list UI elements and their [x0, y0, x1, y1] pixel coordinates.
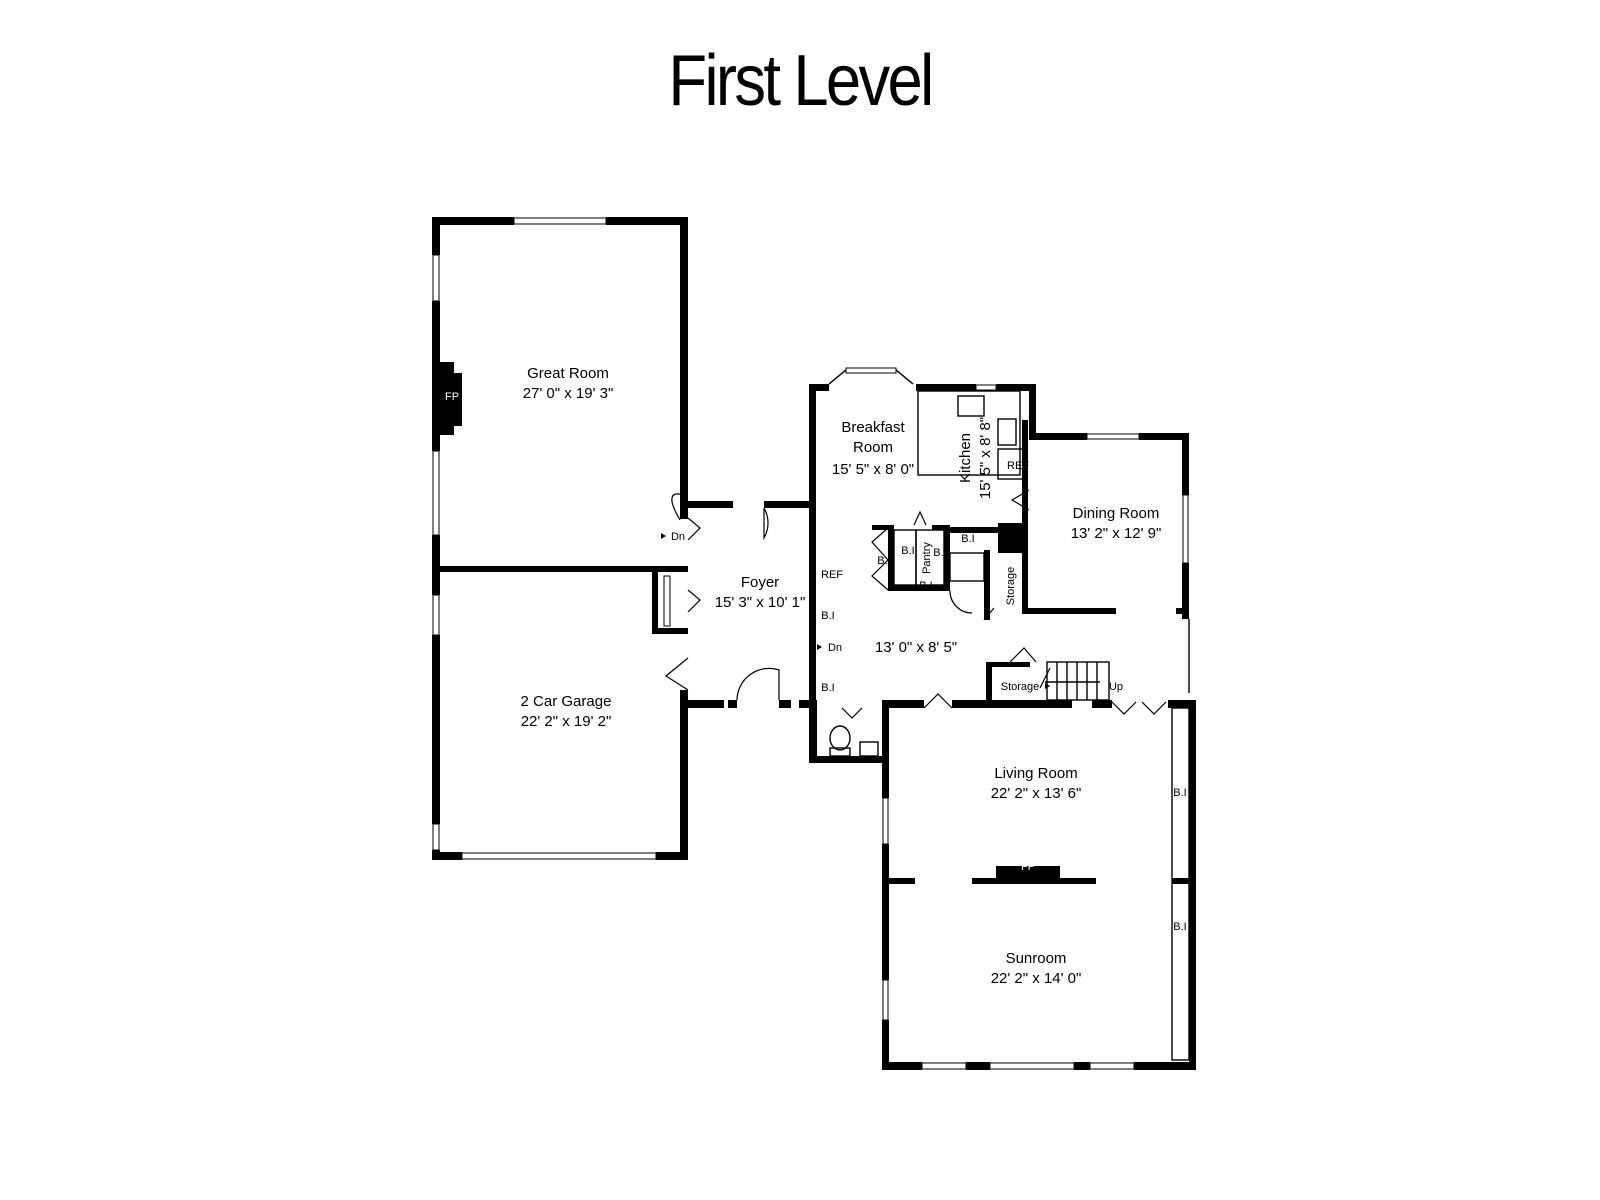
foyer-name: Foyer: [741, 574, 779, 591]
bi-label: B.I: [1173, 921, 1186, 933]
great-room-name: Great Room: [527, 365, 609, 382]
storage-label: Storage: [1001, 681, 1040, 693]
kitchen-size: 15' 5" x 8' 8": [977, 417, 994, 499]
bath-walls: [809, 700, 889, 763]
bi-label: B.I: [821, 610, 834, 622]
page-title: First Level: [668, 41, 934, 121]
down-stairs-label: Dn: [671, 531, 685, 543]
storage-label: Storage: [1005, 567, 1017, 606]
bi-label: B.I: [901, 545, 914, 557]
garage-walls: [432, 572, 688, 860]
dining-size: 13' 2" x 12' 9": [1071, 525, 1162, 542]
bi-label: B.I: [961, 533, 974, 545]
bi-label: B.I: [821, 682, 834, 694]
up-arrow-icon: [1045, 683, 1050, 689]
room-labels: Great Room 27' 0" x 19' 3" 2 Car Garage …: [521, 365, 1162, 987]
living-sunroom-walls: [882, 693, 1196, 1070]
garage-name: 2 Car Garage: [521, 693, 612, 710]
great-room-walls: [432, 217, 688, 595]
bi-label: B.I: [933, 547, 946, 559]
dining-name: Dining Room: [1073, 505, 1160, 522]
breakfast-name-1: Breakfast: [841, 419, 905, 436]
breakfast-size: 15' 5" x 8' 0": [832, 461, 914, 478]
breakfast-name-2: Room: [853, 439, 893, 456]
fixture-labels: FP FP REF REF B.I B.I B.I B.I B.I B.I B.…: [445, 391, 1187, 933]
foyer-size: 15' 3" x 10' 1": [715, 594, 806, 611]
sunroom-name: Sunroom: [1006, 950, 1067, 967]
up-stairs-label: Up: [1109, 681, 1123, 693]
foyer-walls: [664, 384, 816, 708]
kitchen-name: Kitchen: [957, 433, 974, 483]
living-size: 22' 2" x 13' 6": [991, 785, 1082, 802]
great-room-size: 27' 0" x 19' 3": [523, 385, 614, 402]
hall-size: 13' 0" x 8' 5": [875, 639, 957, 656]
kitchen-ref-label: REF: [1007, 460, 1029, 472]
living-name: Living Room: [994, 765, 1077, 782]
stair-storage-walls: [986, 647, 1110, 701]
dining-walls: [1022, 433, 1190, 693]
living-fireplace-label: FP: [1021, 861, 1035, 873]
great-room-fireplace-label: FP: [445, 391, 459, 403]
bi-label: B.I: [877, 555, 890, 567]
pantry-label: Pantry: [921, 542, 933, 574]
kitchen-walls: [809, 367, 1036, 511]
bi-label: B.I: [1173, 787, 1186, 799]
down-arrow-icon: [817, 644, 822, 650]
foyer-ref-label: REF: [821, 569, 843, 581]
pantry-walls: [871, 420, 1028, 621]
bi-label: B.I: [919, 580, 932, 592]
down-arrow-icon: [661, 533, 666, 539]
garage-size: 22' 2" x 19' 2": [521, 713, 612, 730]
down-stairs-label: Dn: [828, 642, 842, 654]
sunroom-size: 22' 2" x 14' 0": [991, 970, 1082, 987]
